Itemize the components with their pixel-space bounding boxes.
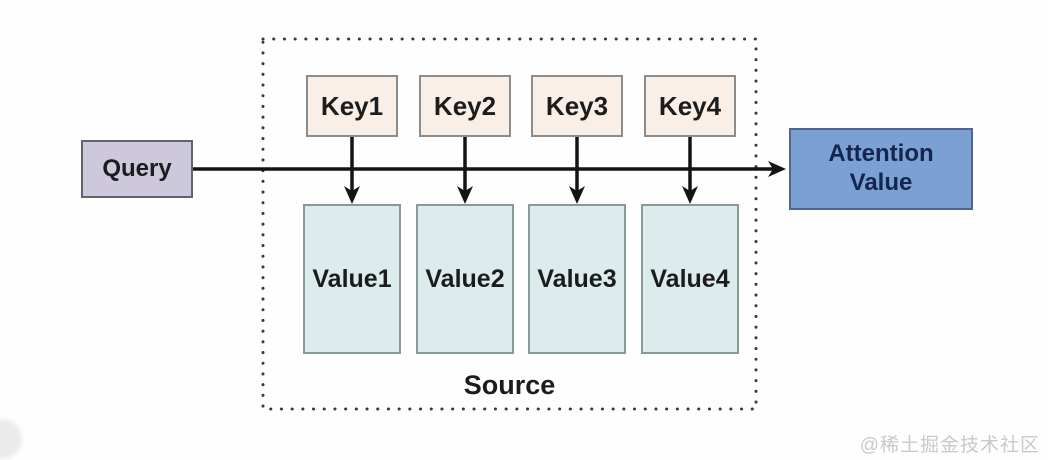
attention-value-box: Attention Value [789,128,973,210]
source-label: Source [463,370,556,400]
corner-smudge [0,419,22,459]
value-box-3: Value3 [528,204,626,354]
watermark: @稀土掘金技术社区 [859,435,1040,456]
key-box-4: Key4 [644,75,736,137]
value-box-1: Value1 [303,204,401,354]
key-box-3: Key3 [531,75,623,137]
key-box-2: Key2 [419,75,511,137]
value-box-2: Value2 [416,204,514,354]
query-box: Query [81,140,193,198]
key-box-1: Key1 [306,75,398,137]
value-box-4: Value4 [641,204,739,354]
